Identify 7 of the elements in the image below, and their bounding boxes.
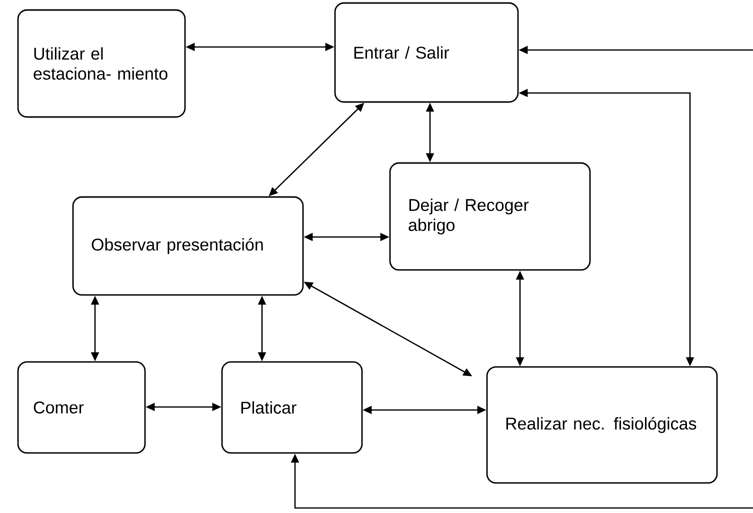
process-box: Entrar / Salir — [334, 2, 519, 103]
process-box: Dejar / Recoger abrigo — [389, 162, 591, 271]
process-box: Utilizar el estaciona- miento — [17, 9, 186, 118]
process-box: Platicar — [221, 361, 363, 454]
process-box: Realizar nec. fisiológicas — [486, 366, 718, 484]
process-box: Comer — [17, 361, 146, 454]
process-box: Observar presentación — [72, 196, 304, 296]
